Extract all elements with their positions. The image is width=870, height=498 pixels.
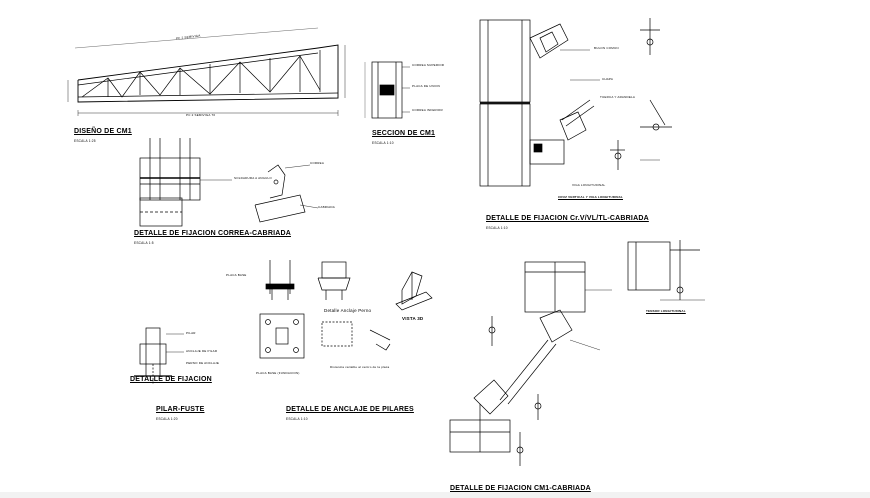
label-cruz-vertical: CRUZ VERTICAL Y VIGA LONGITUDINAL xyxy=(558,195,623,199)
note-anclaje: ANCLAJE DE PILAR xyxy=(186,349,218,353)
scale-seccion-cm1: ESCALA 1:10 xyxy=(372,141,394,145)
note-chapa: CHAPA xyxy=(602,77,614,81)
detail-anclaje-pilares-drawing xyxy=(259,260,433,359)
title-fijacion-correa: DETALLE DE FIJACION CORREA-CABRIADA xyxy=(134,230,291,237)
truss-cm1-drawing xyxy=(67,27,346,116)
title-seccion-cm1: SECCION DE CM1 xyxy=(372,130,436,137)
detail-fijacion-left-drawing xyxy=(134,327,184,384)
label-tensor-longitudinal: TENSOR LONGITUDINAL xyxy=(646,309,686,313)
note-tuerca: TUERCA Y ARANDELA xyxy=(600,95,636,99)
label-placa-base: PLACA BASE (FUNDACION) xyxy=(256,371,300,375)
note-section-1: CORREA SUPERIOR xyxy=(412,63,445,67)
title-diseno-cm1: DISEÑO DE CM1 xyxy=(74,128,132,135)
note-bulon: BULON COMUN xyxy=(594,46,619,50)
label-vista-3d: VISTA 3D xyxy=(402,316,424,321)
note-viga-long: VIGA LONGITUDINAL xyxy=(572,183,606,187)
title-pilar-fuste: PILAR-FUSTE xyxy=(156,406,205,413)
note-pilar: PILAR xyxy=(186,331,196,335)
title-anclaje-pilares: DETALLE DE ANCLAJE DE PILARES xyxy=(286,406,414,413)
detail-tensor-longitudinal-drawing xyxy=(627,240,705,301)
detail-correa-cabriada-drawing xyxy=(139,138,319,227)
scale-fijacion-cv: ESCALA 1:10 xyxy=(486,226,508,230)
scale-anclaje-pilares: ESCALA 1:10 xyxy=(286,417,308,421)
note-placa: PLACA BASE xyxy=(226,273,247,277)
title-fijacion-cv: DETALLE DE FIJACION Cr.V/VL/TL-CABRIADA xyxy=(486,215,649,222)
scale-pilar-fuste: ESCALA 1:20 xyxy=(156,417,178,421)
note-section-3: CORREA INFERIOR xyxy=(412,108,443,112)
note-correa: CORREA xyxy=(310,161,325,165)
label-anclaje-perno: Detalle Anclaje Perno xyxy=(324,308,372,313)
section-cm1-drawing xyxy=(364,61,410,119)
scale-diseno-cm1: ESCALA 1:25 xyxy=(74,139,96,143)
note-perno: PERNO DE ANCLAJE xyxy=(186,361,220,365)
note-truss-bottom: PC 2 SEMIVIGA 70 xyxy=(186,113,216,117)
note-centro: Distancia variable al centro de la placa xyxy=(330,365,390,369)
detail-cruz-vertical-drawing xyxy=(479,18,672,187)
title-detalle-fijacion: DETALLE DE FIJACION xyxy=(130,376,212,383)
detail-cm1-cabriada-drawing xyxy=(449,261,612,466)
note-cabriada: CABRIADA xyxy=(318,205,335,209)
scale-fijacion-correa: ESCALA 1:5 xyxy=(134,241,154,245)
bottom-scrollbar[interactable] xyxy=(0,492,870,498)
note-soldadura: SOLDADURA A ANGULO xyxy=(234,176,272,180)
title-fijacion-cm1: DETALLE DE FIJACION CM1-CABRIADA xyxy=(450,485,591,492)
note-section-2: PLACA DE UNION xyxy=(412,84,440,88)
